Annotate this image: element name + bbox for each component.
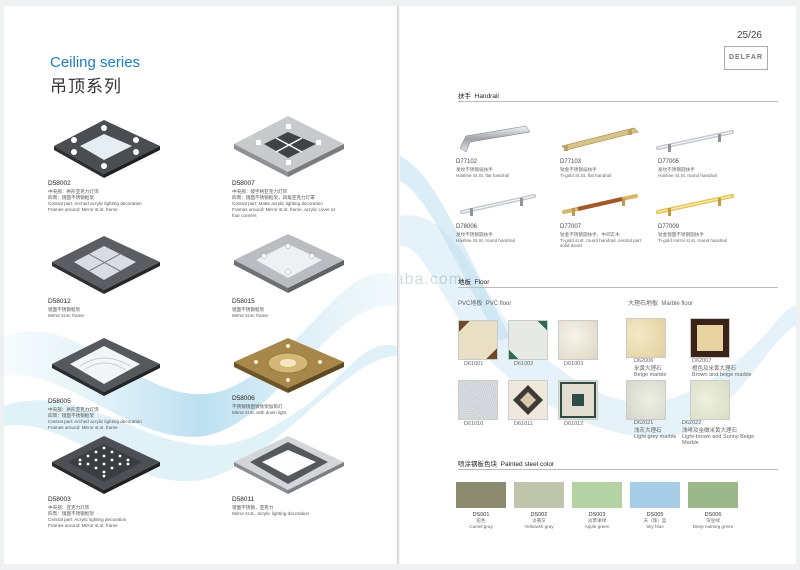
handrail-image-d78006 [460, 194, 536, 216]
ceiling-image-d58002 [54, 120, 160, 178]
pvc-tile-d61001 [458, 320, 498, 360]
color-swatch-ds002 [514, 482, 564, 508]
grid-pattern-icon [560, 382, 596, 418]
color-swatch-ds001 [456, 482, 506, 508]
ceiling-image-d58006 [234, 338, 344, 393]
series-title-cn: 吊顶系列 [50, 77, 122, 96]
handrail-code: D77005 [658, 159, 680, 165]
pvc-code: D61002 [514, 361, 534, 367]
page-number: 25/26 [736, 30, 762, 41]
handrail-image-d77103 [561, 127, 639, 151]
ceiling-image-d58012 [52, 236, 160, 294]
brand-logo: DELFAR [724, 46, 768, 70]
handrail-image-d77005 [656, 130, 734, 152]
pvc-code: D61003 [564, 361, 584, 367]
marble-tile-d62006 [626, 318, 666, 358]
marble-tile-d62021 [626, 380, 666, 420]
ceiling-code: D58006 [232, 395, 255, 402]
section-divider [458, 287, 778, 288]
pvc-code: D61010 [464, 421, 484, 427]
section-divider [458, 101, 778, 102]
right-page: 25/26 DELFAR delfar.en.alibaba.com 扶手 Ha… [400, 6, 796, 564]
ceiling-code: D58003 [48, 496, 71, 503]
pvc-tile-d61011 [508, 380, 548, 420]
color-swatch-ds005 [630, 482, 680, 508]
handrail-code: D77009 [658, 224, 680, 230]
section-divider [458, 469, 778, 470]
book-spine [397, 6, 400, 564]
watermark: delfar.en.alibaba.com [400, 271, 464, 288]
section-handrail: 扶手 Handrail [458, 93, 499, 100]
handrail-image-d77007 [562, 194, 638, 216]
pvc-code: D61001 [464, 361, 484, 367]
handrail-code: D78006 [456, 224, 478, 230]
ceiling-image-d58011 [234, 436, 344, 494]
pvc-tile-d61010 [458, 380, 498, 420]
color-swatch-ds006 [688, 482, 738, 508]
series-title: Ceiling series [50, 54, 141, 71]
section-floor: 地板 Floor [458, 279, 490, 286]
color-swatch-ds003 [572, 482, 622, 508]
ceiling-image-d58007 [234, 116, 344, 177]
ceiling-code: D58002 [48, 180, 71, 187]
handrail-code: D77103 [560, 159, 582, 165]
handrail-image-d77009 [655, 193, 735, 216]
ceiling-code: D58007 [232, 180, 255, 187]
ceiling-code: D58011 [232, 496, 255, 503]
left-page: Ceiling series 吊顶系列 D58002 中央部：拱形亚克力灯饰四周… [4, 6, 397, 564]
marble-tile-d62007 [690, 318, 730, 358]
pvc-floor-label: PVC地板 PVC floor [458, 301, 512, 307]
ceiling-code: D58015 [232, 298, 255, 305]
handrail-image-d77102 [459, 125, 531, 153]
pvc-tile-d61012 [558, 380, 598, 420]
diamond-pattern-icon [513, 385, 543, 415]
pvc-code: D61012 [564, 421, 584, 427]
section-painted-steel: 喷涂钢板色块 Painted steel color [458, 461, 555, 468]
pvc-tile-d61003 [558, 320, 598, 360]
marble-floor-label: 大理石地板 Marble floor [628, 301, 694, 307]
pvc-tile-d61002 [508, 320, 548, 360]
ceiling-code: D58005 [48, 398, 71, 405]
marble-tile-d62022 [690, 380, 730, 420]
ceiling-image-d58003 [52, 436, 160, 494]
ceiling-image-d58015 [234, 234, 344, 293]
handrail-code: D77102 [456, 159, 478, 165]
handrail-code: D77007 [560, 224, 582, 230]
pvc-code: D61011 [514, 421, 533, 427]
ceiling-image-d58005 [52, 338, 160, 396]
ceiling-code: D58012 [48, 298, 71, 305]
